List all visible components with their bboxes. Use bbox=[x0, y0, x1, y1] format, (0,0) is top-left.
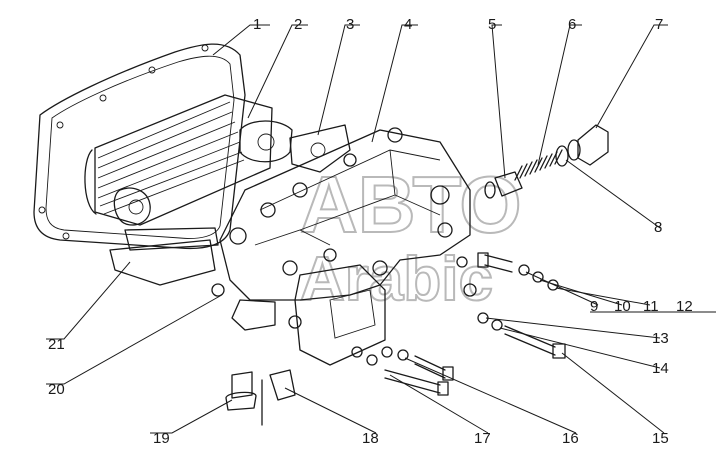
callout-6: 6 bbox=[568, 16, 576, 33]
callout-4: 4 bbox=[404, 16, 412, 33]
callout-16: 16 bbox=[562, 430, 579, 447]
callout-7: 7 bbox=[655, 16, 663, 33]
plate-part bbox=[124, 227, 219, 251]
callout-14: 14 bbox=[652, 360, 669, 377]
sensor-fitting-part bbox=[261, 369, 296, 426]
bracket-part bbox=[109, 239, 216, 286]
valve-spool-part bbox=[484, 171, 523, 199]
bolt-washer-set-part bbox=[477, 252, 559, 291]
oil-cooler-part bbox=[84, 94, 293, 226]
watermark-bottom: Arabic bbox=[300, 245, 493, 314]
callout-8: 8 bbox=[654, 219, 662, 236]
callout-1: 1 bbox=[253, 16, 261, 33]
callout-21: 21 bbox=[48, 336, 65, 353]
watermark: АВТО Arabic bbox=[299, 159, 523, 315]
callout-17: 17 bbox=[474, 430, 491, 447]
callout-18: 18 bbox=[362, 430, 379, 447]
callout-13: 13 bbox=[652, 330, 669, 347]
callout-2: 2 bbox=[294, 16, 302, 33]
callout-20: 20 bbox=[48, 381, 65, 398]
plug-part bbox=[567, 124, 609, 166]
o-ring-part bbox=[555, 145, 569, 167]
callout-19: 19 bbox=[153, 430, 170, 447]
callout-11: 11 bbox=[643, 298, 659, 315]
long-bolt-part bbox=[477, 312, 566, 359]
leader-lines bbox=[46, 24, 716, 434]
callout-10: 10 bbox=[614, 298, 631, 315]
callout-12: 12 bbox=[676, 298, 693, 315]
watermark-top: АВТО bbox=[300, 160, 522, 249]
callout-3: 3 bbox=[346, 16, 354, 33]
callout-5: 5 bbox=[488, 16, 496, 33]
callout-9: 9 bbox=[590, 298, 598, 315]
callout-labels: 1 2 3 4 5 6 7 8 9 10 11 12 13 14 15 16 1… bbox=[48, 16, 693, 447]
bolt-pair-part bbox=[351, 346, 454, 396]
callout-15: 15 bbox=[652, 430, 669, 447]
gasket-part bbox=[33, 43, 246, 250]
filter-housing-part bbox=[211, 127, 477, 366]
pressure-sender-part bbox=[225, 371, 257, 411]
